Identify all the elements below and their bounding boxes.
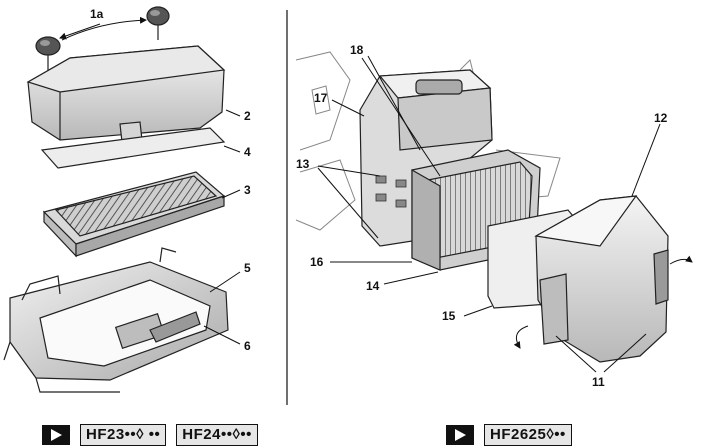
model-code-hf2625: HF2625◊••	[484, 424, 572, 446]
model-badge-left: HF23••◊ •• HF24••◊••	[42, 424, 258, 446]
engine-bay-sketch	[295, 51, 561, 231]
callout-2: 2	[244, 109, 251, 123]
model-badge-right: HF2625◊••	[446, 424, 572, 446]
outer-cover	[534, 195, 669, 363]
knob-left	[35, 36, 61, 72]
callout-12: 12	[654, 111, 668, 125]
callout-17: 17	[314, 91, 328, 105]
callout-13: 13	[296, 157, 310, 171]
callout-16: 16	[310, 255, 324, 269]
callout-14: 14	[366, 279, 380, 293]
rotate-arrow-left	[513, 325, 529, 349]
callout-1a: 1a	[90, 7, 104, 21]
callout-5: 5	[244, 261, 251, 275]
right-assembly	[295, 51, 693, 363]
left-assembly	[3, 6, 229, 393]
callout-labels: 1a 2 4 3 5 6 18 17 13 16 14 15 12 11	[90, 7, 668, 389]
play-arrow-icon	[446, 425, 474, 445]
leader-lines	[203, 55, 661, 373]
filter-pad	[40, 127, 226, 169]
model-code-hf23: HF23••◊ ••	[80, 424, 167, 446]
callout-18: 18	[350, 43, 364, 57]
knob-right	[146, 6, 170, 40]
play-arrow-icon	[42, 425, 70, 445]
callout-3: 3	[244, 183, 251, 197]
callout-15: 15	[442, 309, 456, 323]
callout-11: 11	[592, 375, 605, 389]
lower-housing	[3, 247, 229, 393]
cylinder-filter	[411, 149, 541, 271]
rotate-arrow-right	[669, 255, 693, 265]
top-cover	[26, 45, 226, 143]
callout-4: 4	[244, 145, 251, 159]
filter-element	[42, 171, 226, 258]
model-code-hf24: HF24••◊••	[176, 424, 258, 446]
callout-6: 6	[244, 339, 251, 353]
